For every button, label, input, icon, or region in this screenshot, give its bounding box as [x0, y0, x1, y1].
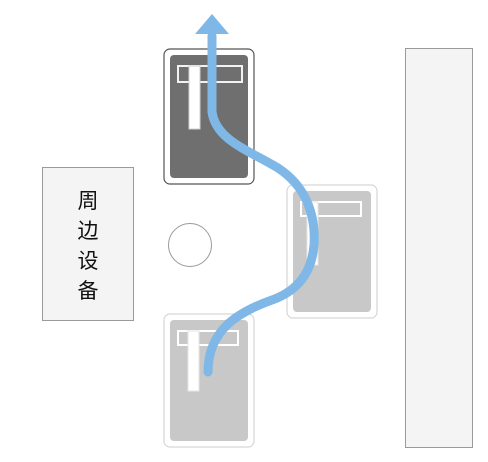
- side-wall-panel: [405, 48, 473, 448]
- peripheral-label-char: 备: [77, 279, 99, 303]
- device-bottom: [163, 313, 255, 448]
- device-top-handle: [188, 65, 201, 130]
- device-bottom-slot: [177, 330, 239, 346]
- device-bottom-body: [170, 320, 248, 441]
- peripheral-device-box: 周 边 设 备: [42, 167, 134, 321]
- device-middle-slot: [300, 201, 362, 217]
- peripheral-label-char: 周: [77, 189, 99, 213]
- peripheral-label: 周 边 设 备: [43, 186, 133, 306]
- movement-path-arrow: [195, 14, 319, 377]
- device-middle-right: [286, 184, 378, 319]
- arrow-head-icon: [195, 14, 229, 34]
- peripheral-label-char: 边: [77, 219, 99, 243]
- device-middle-body: [293, 191, 371, 312]
- device-bottom-handle: [187, 330, 200, 392]
- peripheral-label-char: 设: [77, 249, 99, 273]
- path-curve: [203, 31, 319, 377]
- circle-marker: [168, 223, 212, 267]
